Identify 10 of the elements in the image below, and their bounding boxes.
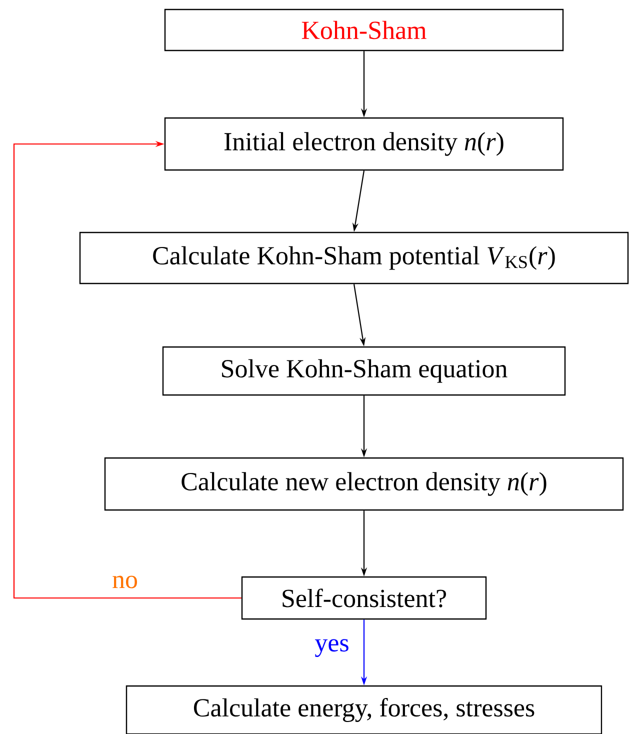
process-box: Self-consistent? — [241, 576, 487, 620]
edge-label: no — [111, 574, 139, 590]
process-box: Calculate new electron density n(r) — [104, 457, 624, 511]
edge-label: yes — [314, 638, 350, 658]
process-box: Initial electron density n(r) — [164, 117, 564, 171]
process-box: Calculate Kohn-Sham potential V$_{KS}$(r) — [79, 232, 629, 284]
process-box: Kohn-Sham — [164, 8, 564, 52]
process-box: Calculate energy, forces, stresses — [126, 685, 602, 734]
process-box: Solve Kohn-Sham equation — [162, 346, 566, 396]
arrow — [13, 140, 242, 599]
